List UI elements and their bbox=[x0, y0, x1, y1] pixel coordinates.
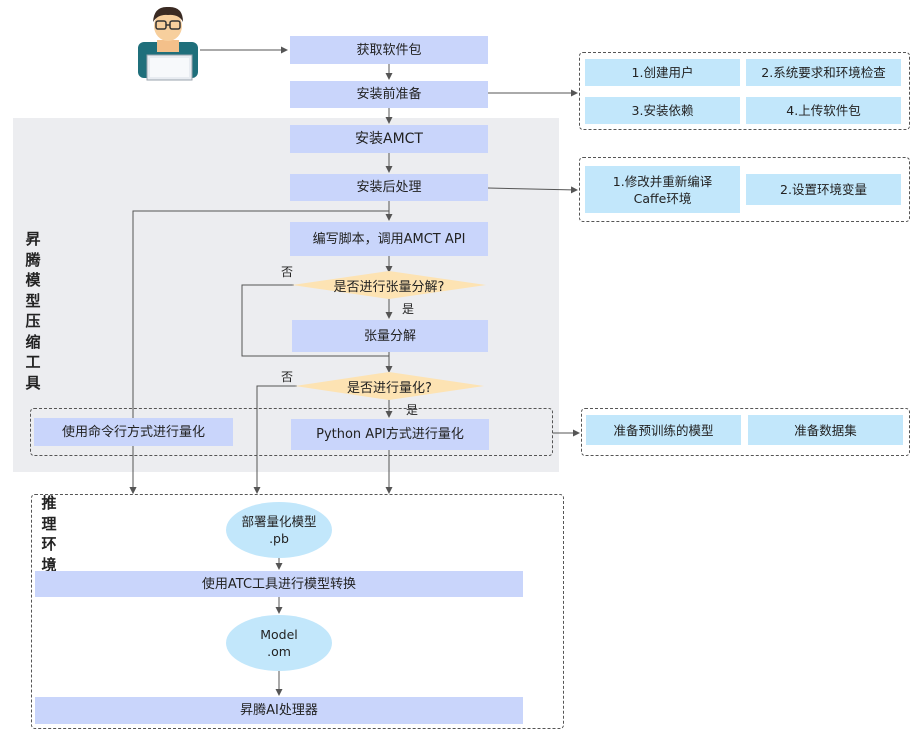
post-install-steps-group bbox=[579, 157, 910, 222]
post-install-step: 安装后处理 bbox=[290, 174, 488, 201]
tensor-decompose-step: 张量分解 bbox=[292, 320, 488, 352]
inference-region bbox=[31, 494, 564, 729]
pre-install-steps-group bbox=[579, 52, 910, 130]
pre-install-substep: 4.上传软件包 bbox=[746, 97, 901, 124]
label-yes-quant: 是 bbox=[406, 403, 419, 417]
decision-quant-text: 是否进行量化? bbox=[347, 380, 432, 396]
post-install-substep: 2.设置环境变量 bbox=[746, 174, 901, 205]
atc-convert-step: 使用ATC工具进行模型转换 bbox=[35, 571, 523, 597]
om-model-ellipse bbox=[226, 615, 332, 671]
get-package-step: 获取软件包 bbox=[290, 36, 488, 64]
quant-methods-group bbox=[30, 408, 553, 456]
label-yes-tensor: 是 bbox=[402, 302, 415, 316]
pre-install-substep: 2.系统要求和环境检查 bbox=[746, 59, 901, 86]
python-prep-group bbox=[581, 408, 910, 456]
tool-region-label: 昇腾模型压缩工具 bbox=[25, 230, 41, 392]
decision-tensor-shape bbox=[292, 271, 486, 299]
write-script-step: 编写脚本，调用AMCT API bbox=[290, 222, 488, 256]
python-prep-substep: 准备数据集 bbox=[748, 415, 903, 445]
pre-install-step: 安装前准备 bbox=[290, 81, 488, 108]
deploy-model-ellipse bbox=[226, 502, 332, 558]
user-at-laptop-icon bbox=[138, 6, 198, 81]
deploy-model-label: 部署量化模型 .pb bbox=[241, 514, 317, 546]
python-prep-substep: 准备预训练的模型 bbox=[586, 415, 741, 445]
decision-quant-shape bbox=[295, 372, 484, 400]
python-quant-step: Python API方式进行量化 bbox=[291, 419, 489, 450]
inference-region-label: 推理环境 bbox=[41, 494, 57, 574]
processor-step: 昇腾AI处理器 bbox=[35, 697, 523, 724]
cli-quant-step: 使用命令行方式进行量化 bbox=[34, 418, 233, 446]
om-model-label: Model .om bbox=[260, 627, 298, 659]
pre-install-substep: 1.创建用户 bbox=[585, 59, 740, 86]
label-no-quant: 否 bbox=[281, 370, 294, 384]
post-install-substep: 1.修改并重新编译 Caffe环境 bbox=[585, 166, 740, 213]
label-no-tensor: 否 bbox=[281, 265, 294, 279]
install-amct-step: 安装AMCT bbox=[290, 125, 488, 153]
pre-install-substep: 3.安装依赖 bbox=[585, 97, 740, 124]
decision-tensor-text: 是否进行张量分解? bbox=[333, 279, 445, 295]
